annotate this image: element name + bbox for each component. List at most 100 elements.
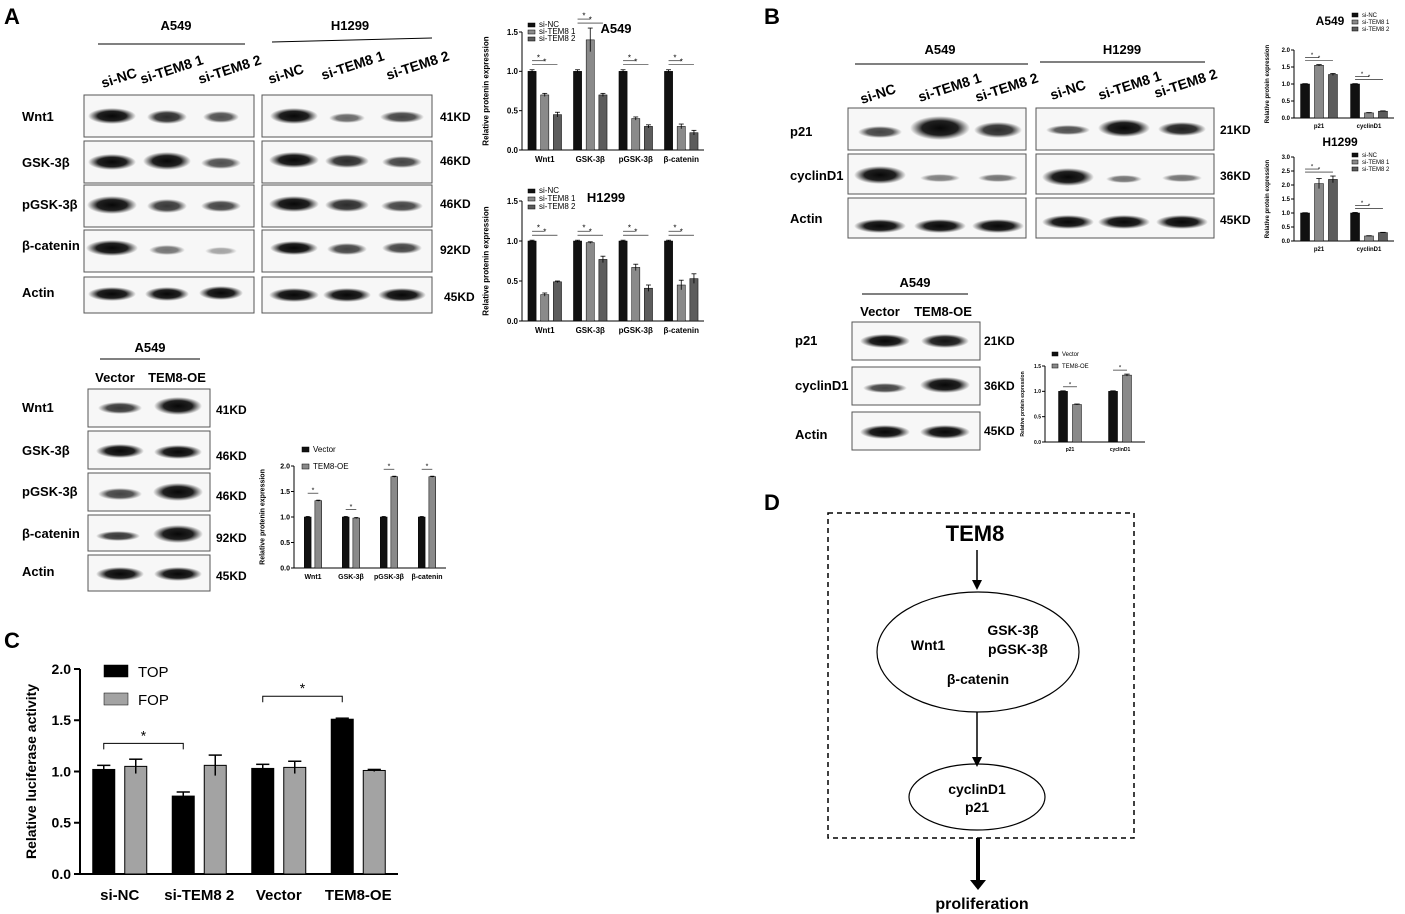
blot-membrane-b-oe (851, 321, 981, 451)
significance-star: * (680, 228, 683, 237)
legend-swatch (1351, 159, 1359, 165)
row-label-actin: Actin (790, 211, 823, 226)
legend-label: si-TEM8 1 (539, 27, 576, 36)
band (154, 397, 202, 415)
significance-star: * (350, 504, 353, 511)
legend-label: FOP (138, 692, 169, 709)
significance-star: * (141, 727, 147, 743)
legend-swatch (527, 29, 536, 35)
band (920, 377, 970, 393)
legend-label: si-TEM8 1 (1362, 20, 1390, 26)
chart-title: A549 (1316, 14, 1345, 28)
band (269, 288, 319, 302)
band (910, 116, 970, 140)
band (381, 200, 423, 212)
band (270, 108, 318, 124)
band (863, 383, 907, 393)
x-tick-label: Wnt1 (535, 326, 555, 335)
size-label: 36KD (1220, 169, 1251, 183)
row-label-actin: Actin (22, 564, 55, 579)
significance-star: * (673, 53, 676, 62)
row-label-gsk3b: GSK-3β (22, 443, 70, 458)
significance-star: * (312, 488, 315, 495)
bar (304, 516, 312, 569)
band (149, 245, 185, 255)
lane-label: si-TEM8 2 (384, 47, 451, 82)
band (1098, 215, 1150, 229)
blot-membrane-a549 (83, 94, 255, 314)
lane-label: si-NC (99, 64, 139, 91)
significance-bracket (262, 695, 343, 703)
bar (689, 132, 699, 151)
y-tick-label: 0.0 (507, 317, 519, 326)
lane-label: Vector (860, 304, 900, 319)
band (145, 287, 189, 301)
row-label-pgsk3b: pGSK-3β (22, 484, 78, 499)
significance-star: * (388, 464, 391, 471)
bar (573, 240, 582, 322)
significance-bracket (103, 742, 184, 750)
bar (1058, 391, 1068, 443)
y-tick-label: 1.5 (52, 712, 72, 728)
band (88, 287, 136, 301)
x-tick-label: TEM8-OE (325, 887, 392, 904)
band (147, 110, 187, 124)
legend-label: si-NC (539, 20, 559, 29)
band (201, 157, 241, 169)
band (1156, 215, 1208, 229)
node-wnt-pathway (876, 591, 1080, 713)
x-tick-label: p21 (1314, 247, 1325, 253)
x-tick-label: pGSK-3β (619, 326, 653, 335)
band (382, 242, 422, 254)
band (154, 567, 202, 581)
band (325, 198, 369, 212)
band (203, 111, 239, 123)
x-tick-label: cyclinD1 (1357, 124, 1382, 130)
significance-star: * (426, 464, 429, 471)
row-label-wnt1: Wnt1 (22, 109, 54, 124)
size-label: 46KD (216, 449, 247, 463)
significance-star: * (1119, 366, 1122, 372)
bar (618, 240, 628, 322)
blot-membrane-b-a549 (847, 107, 1027, 239)
y-tick-label: 0.5 (1282, 99, 1291, 105)
cell-label-a549: A549 (134, 340, 165, 355)
band (96, 444, 144, 458)
significance-star: * (1368, 204, 1371, 210)
legend-label: TEM8-OE (1062, 364, 1089, 370)
band (98, 488, 142, 500)
legend-swatch (103, 692, 129, 706)
y-axis-label: Relative protein expression (1020, 371, 1026, 436)
band (269, 196, 319, 212)
bar (664, 71, 673, 151)
panel-d-diagram: TEM8 Wnt1 GSK-3β pGSK-3β β-catenin cycli… (827, 512, 1135, 913)
x-tick-label: si-NC (100, 887, 139, 904)
band (380, 111, 424, 123)
band (325, 154, 369, 168)
node-label-p21: p21 (965, 799, 989, 815)
x-tick-label: GSK-3β (338, 574, 364, 581)
band (1162, 174, 1202, 182)
node-label-cyclind1: cyclinD1 (948, 781, 1006, 797)
band (88, 108, 136, 124)
panel-b-blot-oe: A549 Vector TEM8-OE p21 cyclinD1 Actin 2… (795, 275, 1015, 451)
y-tick-label: 0.5 (507, 106, 519, 115)
blot-membrane-oe (87, 388, 211, 592)
legend-swatch (1351, 166, 1359, 172)
lane-label: si-TEM8 1 (916, 69, 983, 104)
band (978, 174, 1018, 182)
cell-label-h1299: H1299 (331, 18, 369, 33)
bar (585, 39, 595, 151)
legend-swatch (527, 204, 536, 210)
band (87, 196, 137, 214)
bar (631, 267, 641, 322)
y-tick-label: 0.5 (52, 815, 72, 831)
bar (598, 259, 608, 322)
x-tick-label: Wnt1 (304, 574, 321, 581)
band (327, 243, 367, 255)
y-tick-label: 0.0 (52, 866, 72, 882)
y-tick-label: 1.0 (507, 237, 519, 246)
